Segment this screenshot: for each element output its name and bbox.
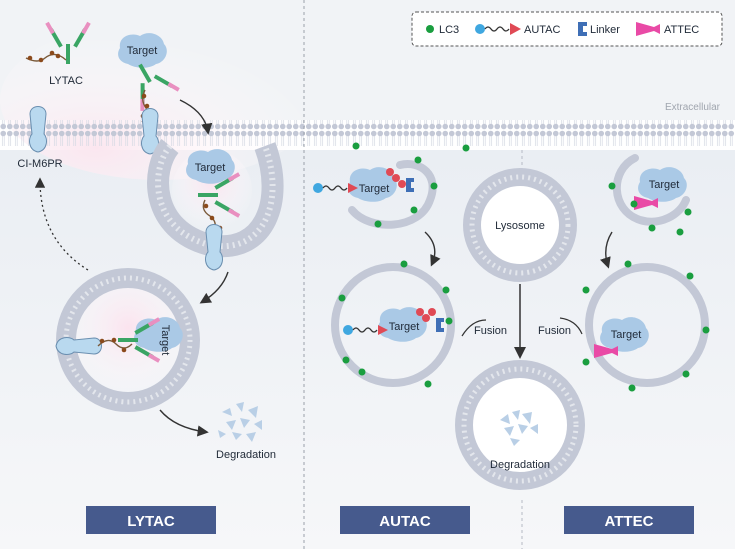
lytac-molecule-label: LYTAC: [49, 75, 83, 87]
panel-label-autac: AUTAC: [379, 513, 431, 530]
ci-m6pr-label: CI-M6PR: [17, 158, 62, 170]
attec-fusion-label: Fusion: [538, 325, 571, 337]
attec-legend-icon: [636, 22, 660, 36]
panel-label-lytac: LYTAC: [127, 513, 175, 530]
degradation-label: Degradation: [490, 459, 550, 471]
panel-bar-attec: ATTEC: [564, 506, 694, 534]
lytac-arrow-degrade: [159, 409, 209, 437]
legend-lc3: LC3: [439, 24, 459, 36]
lysosome-label: Lysosome: [495, 220, 545, 232]
autac-fusion-label: Fusion: [474, 325, 507, 337]
lc3-legend-icon: [426, 25, 434, 33]
lytac-arrow-recycle: [34, 177, 89, 271]
ci-m6pr-receptor: [29, 106, 47, 153]
autac-target-label-1: Target: [359, 183, 390, 195]
lytac-target-label-3: Target: [159, 325, 171, 356]
legend-autac: AUTAC: [524, 24, 561, 36]
lytac-degradation-fragments: [218, 402, 262, 442]
panel-label-attec: ATTEC: [605, 513, 654, 530]
autac-fusion-arrow: [461, 319, 487, 337]
endocytic-pit: [147, 138, 284, 271]
autac-target-label-2: Target: [389, 321, 420, 333]
plasma-membrane: [0, 120, 735, 146]
autac-arrow-mature: [424, 231, 441, 267]
lytac-free-molecule: [25, 21, 91, 64]
autac-phagophore: [313, 142, 470, 229]
attec-target-label-1: Target: [649, 179, 680, 191]
legend-attec: ATTEC: [664, 24, 699, 36]
autac-legend-icon: [475, 24, 485, 34]
degradation-autolysosome: [455, 360, 585, 490]
panel-bar-autac: AUTAC: [340, 506, 470, 534]
extracellular-label: Extracellular: [665, 102, 721, 113]
central-lysosome: [463, 168, 577, 282]
lytac-arrow-internalize: [179, 99, 213, 135]
lytac-target-label-2: Target: [195, 162, 226, 174]
attec-target-label-2: Target: [611, 329, 642, 341]
legend: LC3 AUTAC Linker ATTEC: [411, 11, 723, 47]
attec-arrow-mature: [600, 231, 613, 269]
lytac-lysosome: [55, 268, 200, 412]
panel-bar-lytac: LYTAC: [86, 506, 216, 534]
lytac-degradation-label: Degradation: [216, 449, 276, 461]
autac-autophagosome: [331, 260, 455, 388]
legend-linker: Linker: [590, 24, 620, 36]
attec-autophagosome: [582, 260, 710, 392]
lytac-arrow-endosome: [199, 271, 229, 304]
attec-fusion-arrow: [559, 317, 583, 335]
linker-legend-icon: [578, 22, 587, 36]
attec-phagophore: [608, 154, 692, 236]
lytac-target-label-1: Target: [127, 45, 158, 57]
